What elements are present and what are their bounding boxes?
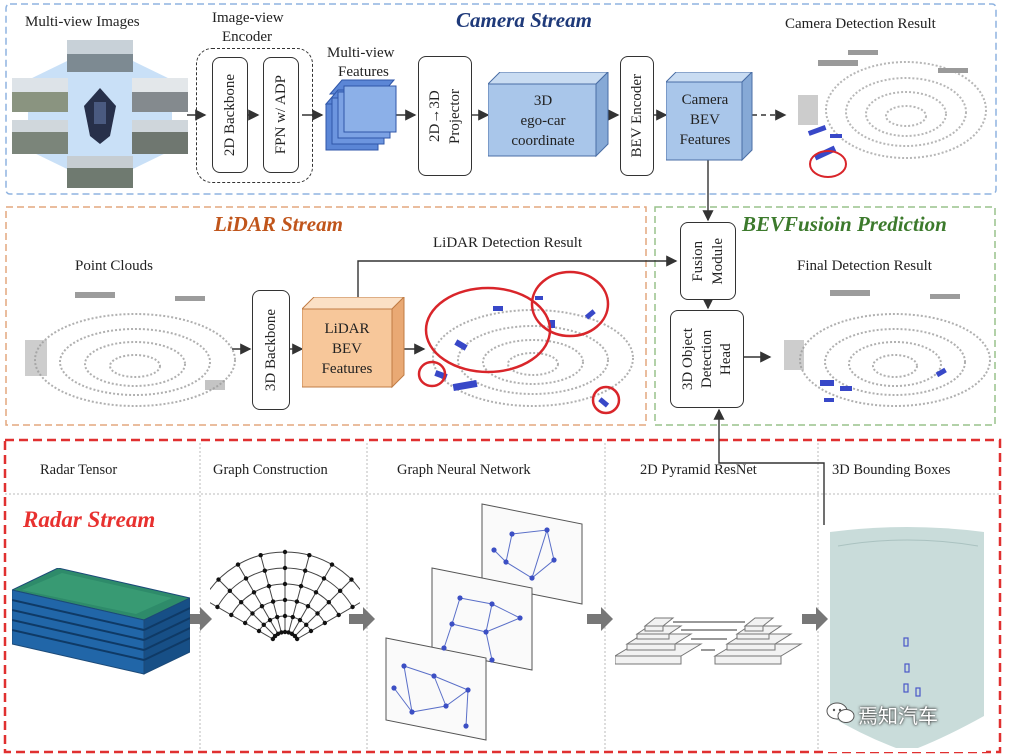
radar-tensor-graphic [12,568,190,675]
lidar-input-pointcloud [25,292,236,407]
camera-stream-title: Camera Stream [456,8,592,32]
radar-col-title-4: 3D Bounding Boxes [832,462,951,478]
camera-detection-pointcloud [798,50,987,178]
fpn-block: FPN w/ ADP [263,57,299,173]
fusion-title: BEVFusioin Prediction [742,212,947,236]
backbone-3d-block: 3D Backbone [252,290,290,410]
ego-coordinate-cube [488,72,609,158]
image-view-encoder-group [196,48,313,183]
radar-col-title-2: Graph Neural Network [397,462,531,478]
lidar-stream-title: LiDAR Stream [214,212,343,236]
features-label-line2: Features [338,64,389,80]
fusion-frame [654,206,996,426]
graph-construction-graphic [210,549,360,642]
camera-detection-result-label: Camera Detection Result [785,16,936,32]
backbone-3d-label: 3D Backbone [262,308,279,392]
backbone-2d-block: 2D Backbone [212,57,248,173]
wechat-icon [826,702,855,723]
radar-col-title-3: 2D Pyramid ResNet [640,462,757,478]
lidar-detection-result-label: LiDAR Detection Result [433,235,583,251]
final-detection-pointcloud [784,290,991,407]
radar-stream-title: Radar Stream [23,507,156,532]
point-clouds-label: Point Clouds [75,258,153,274]
pyramid-resnet-graphic [615,617,803,665]
lidar-stream-frame [5,206,647,426]
bev-encoder-block: BEV Encoder [620,56,654,176]
camera-bev-cube [666,72,753,162]
lidar-bev-cube [302,297,405,389]
multi-view-images-label: Multi-view Images [25,14,140,30]
bounding-boxes-graphic [828,526,986,752]
graph-neural-network-graphic [385,503,583,741]
camera-stream-frame [5,3,997,195]
radar-col-title-0: Radar Tensor [40,462,118,478]
multi-view-images-graphic [12,40,188,188]
watermark-text: 焉知汽车 [858,704,938,728]
encoder-label-line2: Encoder [222,29,272,45]
backbone-2d-label: 2D Backbone [221,73,238,157]
features-label-line1: Multi-view [327,45,395,61]
multi-view-features-stack [324,79,397,151]
radar-col-title-1: Graph Construction [213,462,328,478]
bev-encoder-label: BEV Encoder [628,74,645,158]
radar-stream-frame [3,438,1002,754]
lidar-detection-pointcloud [417,270,634,415]
final-detection-result-label: Final Detection Result [797,258,932,274]
fpn-label: FPN w/ ADP [272,75,289,155]
encoder-label-line1: Image-view [212,10,284,26]
